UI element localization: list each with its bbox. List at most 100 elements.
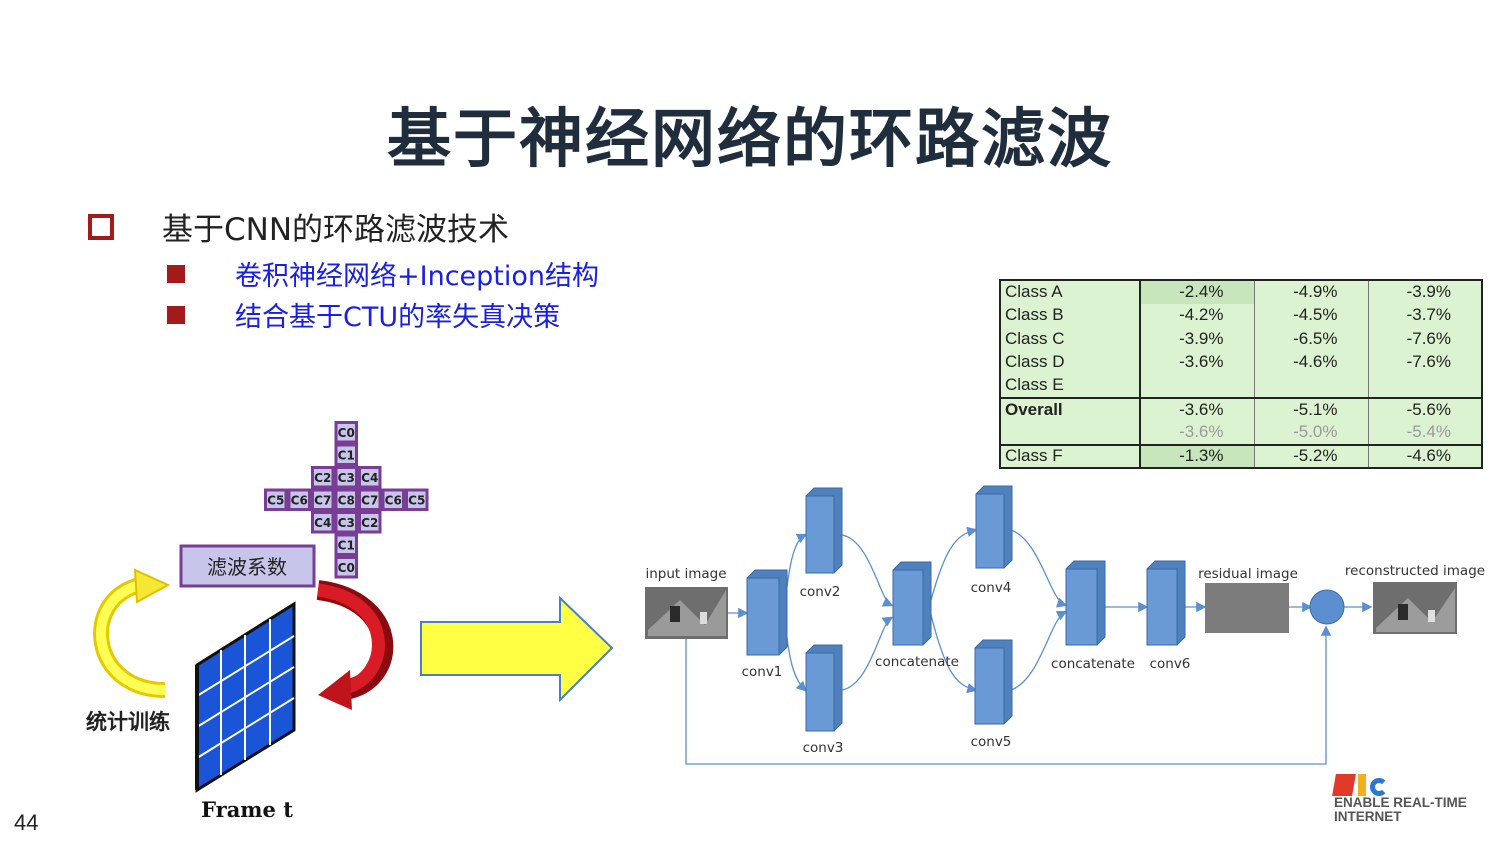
coeff-cell: [337, 446, 355, 463]
coeff-cell: [337, 514, 355, 531]
table-cell: [1368, 374, 1483, 398]
concatenate1-block: [892, 561, 932, 646]
conv5-block: [974, 639, 1013, 725]
big-right-arrow-icon: [420, 595, 614, 703]
table-cell: -3.9%: [1368, 280, 1483, 304]
table-cell: -4.6%: [1368, 443, 1483, 468]
row-label: Class A: [1000, 280, 1141, 304]
company-logo: ENABLE REAL-TIME INTERNET: [1332, 770, 1474, 830]
frame-label: Frame t: [201, 797, 293, 822]
table-row: Class C -3.9% -6.5% -7.6%: [1000, 327, 1483, 351]
logo-text-line1: ENABLE REAL-TIME: [1334, 795, 1467, 810]
row-label: Class C: [1000, 327, 1141, 351]
filter-coefficient-label: 滤波系数: [207, 555, 287, 579]
conv1-label: conv1: [742, 664, 783, 680]
sum-node-icon: [1309, 589, 1345, 625]
residual-image-label: residual image: [1198, 566, 1298, 582]
slide-title: 基于神经网络的环路滤波: [387, 103, 1113, 177]
coeff-cell-label: C7: [314, 493, 331, 507]
table-cell: -4.6%: [1254, 350, 1369, 374]
coeff-cell: [267, 491, 285, 508]
table-row: Class A -2.4% -4.9% -3.9%: [1000, 280, 1483, 304]
coeff-cell-label: C2: [314, 471, 331, 485]
table-cell: -3.6%: [1140, 421, 1255, 445]
coeff-cell: [337, 559, 355, 576]
coeff-cell: [361, 491, 379, 508]
frame-grid-icon: [195, 601, 296, 793]
reconstructed-image-label: reconstructed image: [1345, 563, 1485, 579]
row-label: Overall: [1000, 396, 1141, 421]
table-cell: -5.2%: [1254, 443, 1369, 468]
table-cell: -3.6%: [1140, 350, 1255, 374]
table-cell: -7.6%: [1368, 350, 1483, 374]
coeff-cell-label: C6: [291, 493, 308, 507]
table-cell: -3.9%: [1140, 327, 1255, 351]
conv1-block: [746, 569, 788, 656]
conv3-block: [805, 644, 843, 732]
conv3-label: conv3: [803, 740, 844, 756]
coeff-cell: [314, 491, 332, 508]
coeff-cell-label: C2: [361, 516, 378, 530]
concatenate1-label: concatenate: [875, 654, 959, 670]
coeff-cell-label: C5: [408, 493, 425, 507]
training-label: 统计训练: [86, 710, 170, 734]
sub-bullet-text: 卷积神经网络+Inception结构: [235, 261, 600, 292]
table-cell: -4.2%: [1140, 303, 1255, 327]
coeff-cell-label: C4: [361, 471, 378, 485]
concatenate2-block: [1065, 560, 1106, 646]
coeff-cell: [337, 424, 355, 441]
hollow-square-bullet-icon: [88, 213, 114, 240]
coeff-cell: [361, 469, 379, 486]
table-cell: -4.9%: [1254, 280, 1369, 304]
table-cell: -5.0%: [1254, 421, 1369, 445]
concatenate2-label: concatenate: [1051, 656, 1135, 672]
table-cell: -7.6%: [1368, 327, 1483, 351]
logo-text-line2: INTERNET: [1334, 809, 1402, 824]
coeff-cell-label: C7: [361, 493, 378, 507]
coeff-cell: [290, 491, 308, 508]
yellow-curved-arrow-icon: [93, 568, 171, 698]
table-cell: -3.6%: [1140, 396, 1255, 421]
coeff-cell-label: C0: [338, 561, 355, 575]
table-row: Class E: [1000, 374, 1483, 398]
coeff-cell: [314, 469, 332, 486]
conv6-label: conv6: [1150, 656, 1191, 672]
row-label: Class F: [1000, 443, 1141, 468]
main-bullet-text: 基于CNN的环路滤波技术: [162, 212, 510, 248]
conv2-block: [805, 487, 843, 574]
table-cell: -6.5%: [1254, 327, 1369, 351]
coeff-cell: [337, 469, 355, 486]
conv4-label: conv4: [971, 580, 1012, 596]
table-row: Overall -3.6% -5.1% -5.6%: [1000, 396, 1483, 421]
page-number: 44: [14, 810, 39, 835]
coeff-cell: [408, 491, 426, 508]
table-cell: -2.4%: [1140, 280, 1255, 304]
sub-bullet-1: 卷积神经网络+Inception结构: [167, 254, 599, 293]
table-cell: -5.1%: [1254, 396, 1369, 421]
coeff-cell-label: C8: [338, 493, 355, 507]
coeff-cell-label: C3: [338, 471, 355, 485]
table-cell: [1254, 374, 1369, 398]
logo-mark-icon: [1332, 770, 1474, 796]
residual-image-thumbnail: [1205, 583, 1289, 633]
filled-square-bullet-icon: [167, 305, 185, 324]
input-image-thumbnail: [645, 587, 728, 639]
coeff-cell: [361, 514, 379, 531]
coeff-cell: [314, 514, 332, 531]
table-cell: -3.7%: [1368, 303, 1483, 327]
conv6-block: [1146, 560, 1186, 646]
row-label: [1000, 421, 1141, 445]
table-row: Class D -3.6% -4.6% -7.6%: [1000, 350, 1483, 374]
coeff-cell-label: C1: [338, 538, 355, 552]
red-curved-arrow-icon: [316, 580, 394, 710]
coeff-cell-label: C4: [314, 516, 331, 530]
row-label: Class E: [1000, 374, 1141, 398]
coeff-cell: [384, 491, 402, 508]
conv4-block: [975, 485, 1013, 569]
sub-bullet-text: 结合基于CTU的率失真决策: [235, 302, 561, 333]
table-row: Class F -1.3% -5.2% -4.6%: [1000, 443, 1483, 468]
sub-bullet-2: 结合基于CTU的率失真决策: [167, 295, 560, 334]
main-bullet: 基于CNN的环路滤波技术: [88, 204, 509, 249]
table-cell: -1.3%: [1140, 443, 1255, 468]
